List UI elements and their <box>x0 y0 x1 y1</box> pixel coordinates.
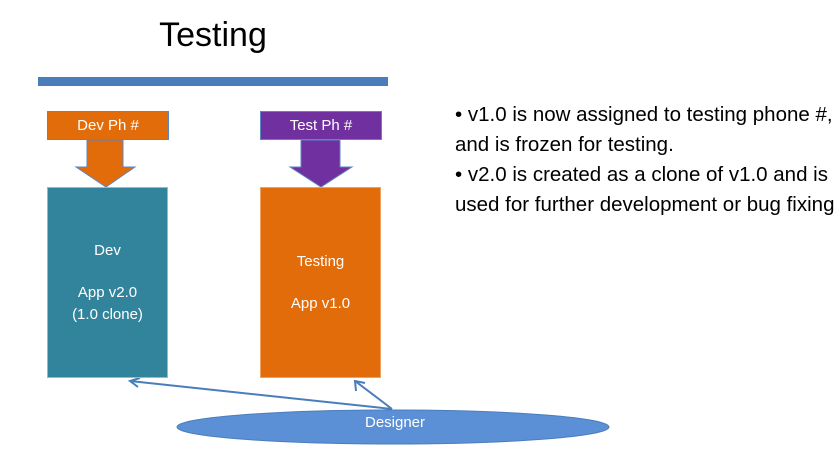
dev-app-box: Dev App v2.0 (1.0 clone) <box>47 187 168 378</box>
dev-phone-arrow <box>74 139 137 188</box>
designer-to-dev-connector <box>129 380 393 410</box>
dev-arrowhead <box>127 377 141 388</box>
dev-phone-label: Dev Ph # <box>77 117 139 134</box>
designer-ellipse <box>176 409 610 445</box>
test-arrowhead <box>353 379 366 392</box>
dev-box-title: Dev <box>94 241 121 259</box>
test-phone-label: Test Ph # <box>289 117 353 134</box>
designer-to-test-connector <box>354 380 393 410</box>
test-app-box: Testing App v1.0 <box>260 187 381 378</box>
dev-box-note: (1.0 clone) <box>72 305 143 323</box>
title-underline-bar <box>38 77 388 86</box>
bullet-item: • v2.0 is created as a clone of v1.0 and… <box>455 163 835 216</box>
test-phone-arrow <box>288 139 354 188</box>
test-phone-box: Test Ph # <box>260 111 382 140</box>
designer-label: Designer <box>364 414 426 431</box>
bullet-list: • v1.0 is now assigned to testing phone … <box>455 100 835 220</box>
slide-title: Testing <box>159 16 267 54</box>
test-box-version: App v1.0 <box>290 294 351 312</box>
bullet-item: • v1.0 is now assigned to testing phone … <box>455 103 833 156</box>
dev-box-version: App v2.0 <box>77 283 138 301</box>
test-box-title: Testing <box>296 252 345 270</box>
dev-phone-box: Dev Ph # <box>47 111 169 140</box>
